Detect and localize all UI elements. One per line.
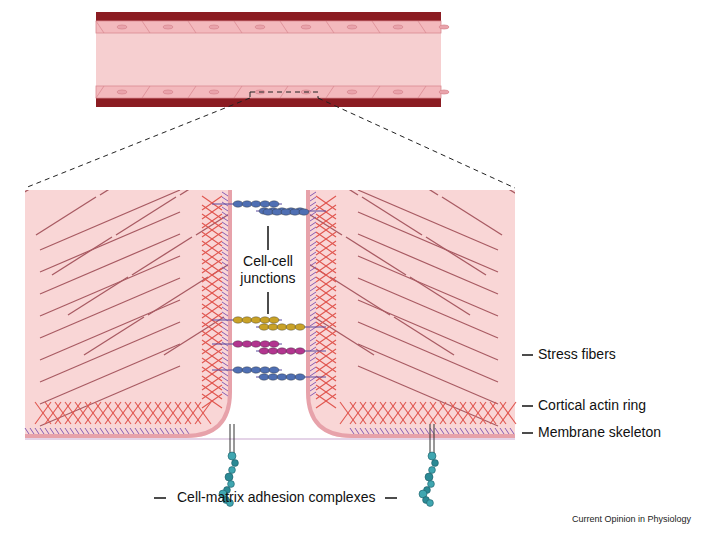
membrane-skeleton [25,192,514,434]
endothelial-cell [308,190,515,438]
stress-fibers [20,157,288,426]
cell-membrane [25,190,230,436]
basal-line [25,439,515,440]
structure-label: Cell-matrix adhesion complexes [177,489,375,506]
structure-label: Cortical actin ring [538,397,646,414]
cell-cell-junctions [212,201,326,380]
cortical-actin-ring [35,196,516,424]
blood-vessel [96,12,449,107]
cell-membrane [308,190,515,436]
leader-lines [154,226,533,498]
structure-label: Membrane skeleton [538,424,661,441]
structure-label: Cell-cell junctions [233,252,303,288]
journal-watermark: Current Opinion in Physiology [572,514,691,525]
endothelial-cell [25,190,230,438]
zoom-lines [25,92,515,188]
structure-label: Stress fibers [538,346,616,363]
stress-fibers [250,157,518,426]
